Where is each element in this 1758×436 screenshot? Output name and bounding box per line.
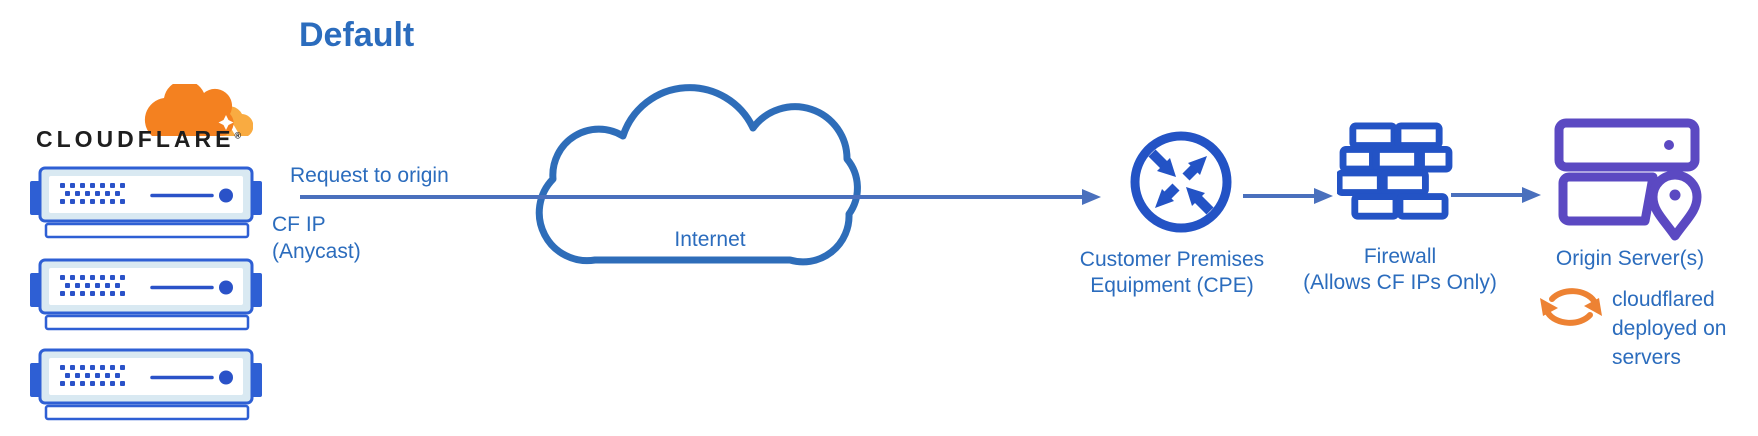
internet-cloud-icon [535, 84, 861, 266]
brick-wall-icon [1337, 122, 1453, 220]
sync-arrows-icon [1540, 288, 1602, 326]
cloudflared-label: cloudflared deployed on servers [1612, 285, 1726, 372]
cpe-label: Customer Premises Equipment (CPE) [1032, 247, 1312, 299]
outward-arrow-top-right [1182, 156, 1207, 181]
sync-arrow-top [1540, 288, 1597, 316]
request-to-origin-label: Request to origin [290, 164, 449, 187]
cloudflare-wordmark: CLOUDFLARE® [36, 126, 242, 152]
inward-arrow-top-left [1148, 149, 1176, 177]
firewall-label-line2: (Allows CF IPs Only) [1303, 271, 1497, 294]
cloudflared-label-line3: servers [1612, 346, 1681, 369]
server-icon [30, 348, 262, 421]
router-arrows-icon [1130, 131, 1232, 233]
inward-arrow-bottom-right [1186, 187, 1214, 215]
origin-server-label: Origin Server(s) [1555, 247, 1705, 270]
cpe-label-line2: Equipment (CPE) [1090, 274, 1254, 297]
cloudflared-label-line2: deployed on [1612, 317, 1727, 340]
arrow-firewall-to-origin [1451, 187, 1541, 203]
sync-arrow-bottom [1545, 298, 1602, 326]
cpe-label-line1: Customer Premises [1079, 248, 1265, 271]
cloudflare-cloud-icon [144, 84, 253, 140]
cf-ip-line1: CF IP [272, 213, 326, 236]
firewall-label: Firewall (Allows CF IPs Only) [1260, 244, 1540, 296]
firewall-label-line1: Firewall [1363, 245, 1437, 268]
page-title: Default [299, 16, 415, 54]
cf-ip-line2: (Anycast) [272, 240, 361, 263]
arrow-cpe-to-firewall [1243, 188, 1333, 204]
server-icon [30, 258, 262, 331]
registered-mark: ® [234, 130, 242, 141]
server-icon [30, 166, 262, 239]
outward-arrow-bottom-left [1155, 183, 1180, 208]
server-location-pin-icon [1554, 118, 1702, 241]
cf-ip-label: CF IP (Anycast) [272, 211, 361, 265]
cloudflared-label-line1: cloudflared [1612, 288, 1715, 311]
internet-label: Internet [674, 228, 746, 251]
